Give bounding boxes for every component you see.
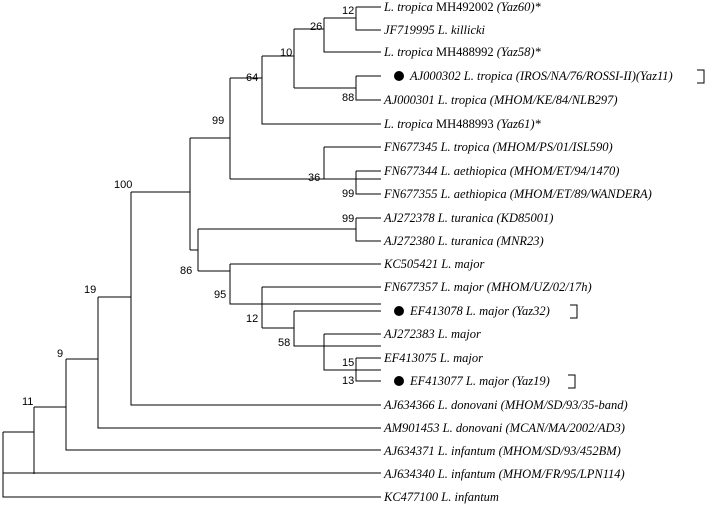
branch-n8 <box>230 146 381 195</box>
branch-n11 <box>190 229 199 271</box>
bootstrap-value: 36 <box>308 172 320 184</box>
leaf-label: L. tropica MH488992 (Yaz58)* <box>383 45 542 59</box>
bootstrap-value: 26 <box>310 21 322 33</box>
leaf-label: AJ272383 L. major <box>383 327 481 341</box>
bootstrap-value: 99 <box>212 115 224 127</box>
marker-dot-icon <box>394 376 404 386</box>
leaf-label: AJ272380 L. turanica (MNR23) <box>383 234 544 248</box>
branch-n12 <box>294 333 381 371</box>
branch-n7 <box>131 138 191 250</box>
bootstrap-value: 12 <box>342 5 354 17</box>
bootstrap-value: 19 <box>84 284 96 296</box>
leaf-label: AJ000302 L. tropica (IROS/NA/76/ROSSI-II… <box>409 69 673 83</box>
branch-n15 <box>230 287 263 328</box>
leaf-label: AM901453 L. donovani (MCAN/MA/2002/AD3) <box>383 421 625 435</box>
leaf-label: L. tropica MH492002 (Yaz60)* <box>383 0 542 14</box>
bootstrap-value: 100 <box>114 179 132 191</box>
leaf-label: AJ000301 L. tropica (MHOM/KE/84/NLB297) <box>383 93 618 107</box>
leaf-label: AJ272378 L. turanica (KD85001) <box>383 211 553 225</box>
bootstrap-value: 58 <box>278 337 290 349</box>
leaf-label: JF719995 L. killicki <box>384 23 486 37</box>
tree-branches <box>2 6 381 498</box>
leaf-label: AJ634340 L. infantum (MHOM/FR/95/LPN114) <box>383 467 625 481</box>
branch-n5 <box>230 56 381 125</box>
bracket-icon <box>570 304 578 319</box>
leaf-label: FN677344 L. aethiopica (MHOM/ET/94/1470) <box>383 164 619 178</box>
branch-n1 <box>324 6 381 31</box>
bootstrap-value: 99 <box>342 213 354 225</box>
bootstrap-value: 12 <box>246 313 258 325</box>
marker-dot-icon <box>394 306 404 316</box>
leaf-label: FN677345 L. tropica (MHOM/PS/01/ISL590) <box>383 140 613 154</box>
marker-dot-icon <box>394 71 404 81</box>
bootstrap-value: 64 <box>246 72 258 84</box>
leaf-label: KC477100 L. infantum <box>383 490 499 504</box>
bootstrap-value: 86 <box>180 265 192 277</box>
leaf-label: EF413077 L. major (Yaz19) <box>409 374 550 388</box>
leaf-label: FN677357 L. major (MHOM/UZ/02/17h) <box>383 280 592 294</box>
leaf-label: AJ634366 L. donovani (MHOM/SD/93/35-band… <box>383 398 628 412</box>
bootstrap-value: 88 <box>342 92 354 104</box>
bootstrap-value: 10 <box>280 47 292 59</box>
branch-n10 <box>198 217 381 242</box>
branch-n9 <box>98 192 381 406</box>
bootstrap-value: 95 <box>214 289 226 301</box>
leaf-label: KC505421 L. major <box>383 257 485 271</box>
bootstrap-value: 99 <box>342 188 354 200</box>
branch-root <box>2 432 381 498</box>
bootstrap-value: 13 <box>342 375 354 387</box>
bootstrap-value: 11 <box>22 396 33 408</box>
leaf-labels: L. tropica MH492002 (Yaz60)* JF719995 L.… <box>383 0 673 504</box>
branch-n2 <box>294 18 381 53</box>
branch-n19 <box>3 407 35 474</box>
leaf-label: L. tropica MH488993 (Yaz61)* <box>383 117 542 131</box>
leaf-label: EF413078 L. major (Yaz32) <box>409 304 550 318</box>
bootstrap-value: 15 <box>342 357 354 369</box>
branch-n4 <box>294 75 381 101</box>
branch-n18 <box>34 359 381 451</box>
bracket-icon <box>697 69 705 84</box>
highlight-markers <box>394 69 705 389</box>
bootstrap-value: 9 <box>57 348 63 360</box>
leaf-label: EF413075 L. major <box>383 351 483 365</box>
bootstrap-values: 12 26 10 88 64 99 36 99 100 99 86 95 12 … <box>22 5 354 408</box>
leaf-label: AJ634371 L. infantum (MHOM/SD/93/452BM) <box>383 444 621 458</box>
branch-n6 <box>190 78 231 179</box>
bracket-icon <box>568 374 576 389</box>
branch-n13 <box>324 357 381 382</box>
branch-n3 <box>262 29 295 88</box>
leaf-label: FN677355 L. aethiopica (MHOM/ET/89/WANDE… <box>383 187 652 201</box>
branch-n17 <box>66 297 381 429</box>
